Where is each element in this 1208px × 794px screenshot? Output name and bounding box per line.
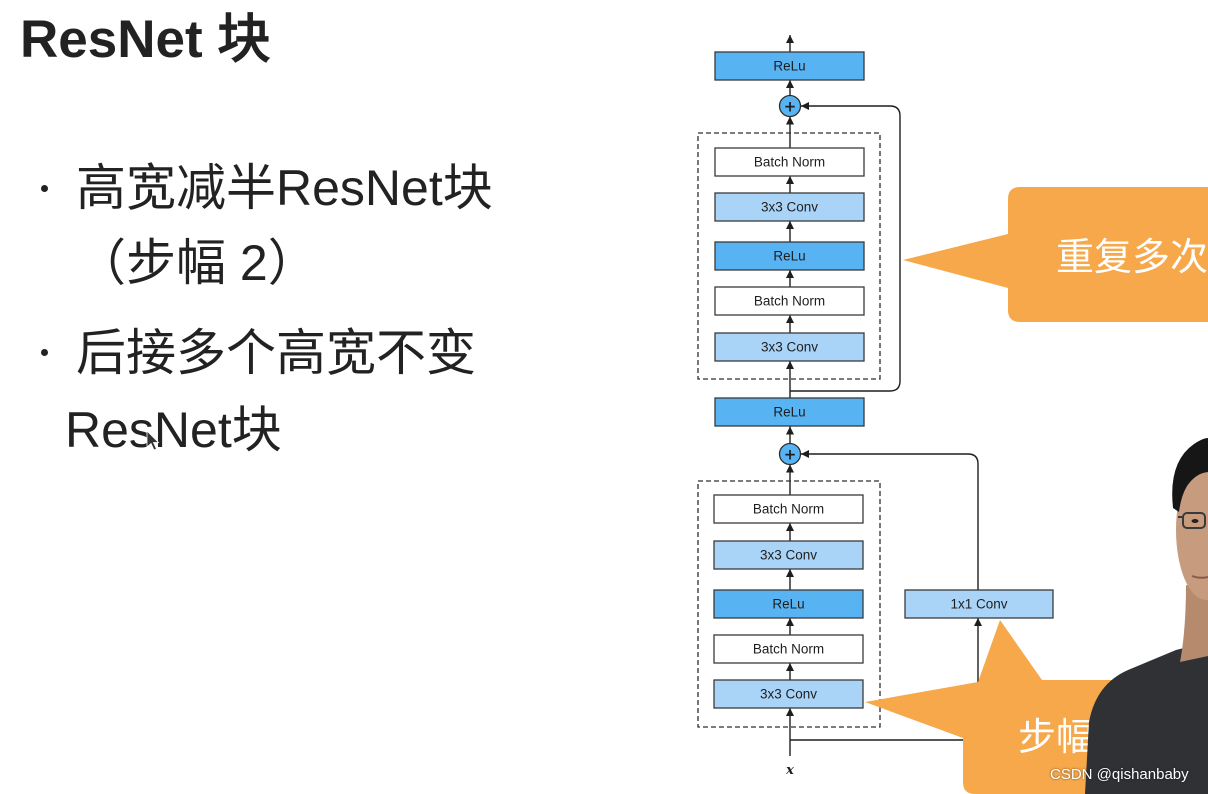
presenter-glasses xyxy=(1182,512,1206,529)
watermark: CSDN @qishanbaby xyxy=(1050,766,1189,783)
bullet-1-line-2: （步幅 2） xyxy=(76,235,318,291)
layer-label: 3x3 Conv xyxy=(761,340,818,355)
middle-relu-layer: ReLu xyxy=(714,397,865,427)
downsample-block-layer-conv: 3x3 Conv xyxy=(713,540,864,570)
slide-title: ResNet 块 xyxy=(20,10,271,69)
layer-label: ReLu xyxy=(772,597,804,612)
layer-label: Batch Norm xyxy=(753,502,824,517)
plus-icon: + xyxy=(784,98,797,116)
downsample-block-layer-relu: ReLu xyxy=(713,589,864,619)
presenter-hair xyxy=(1172,438,1208,512)
output-relu-layer: ReLu xyxy=(714,51,865,81)
bullet-icon xyxy=(41,185,48,192)
bullet-2-line-1: 后接多个高宽不变 xyxy=(76,325,476,381)
shortcut-path-to-add xyxy=(801,450,979,590)
repeated-block-layer-batch-norm: Batch Norm xyxy=(714,286,865,316)
callout-text: 重复多次 xyxy=(1056,235,1208,279)
plus-icon: + xyxy=(784,446,797,464)
shortcut-1x1-conv-layer: 1x1 Conv xyxy=(904,589,1054,619)
presenter-shirt xyxy=(1085,642,1208,794)
layer-label: Batch Norm xyxy=(753,642,824,657)
repeated-block-layer-batch-norm: Batch Norm xyxy=(714,147,865,177)
callout-text: 步幅 xyxy=(1018,715,1094,759)
layer-label: 1x1 Conv xyxy=(950,597,1007,612)
downsample-block-layer-conv: 3x3 Conv xyxy=(713,679,864,709)
presenter-eye xyxy=(1191,519,1199,523)
presenter-neck xyxy=(1180,585,1208,662)
repeated-block-frame xyxy=(697,132,881,380)
presenter-face xyxy=(1176,460,1208,600)
downsample-block-layer-batch-norm: Batch Norm xyxy=(713,494,864,524)
identity-skip-connection xyxy=(790,102,901,392)
bottom-add-node: + xyxy=(778,442,802,466)
input-label: x xyxy=(785,763,794,778)
layer-label: ReLu xyxy=(773,59,805,74)
layer-label: Batch Norm xyxy=(754,294,825,309)
repeat-callout: 重复多次 xyxy=(903,187,1208,322)
downsample-block-layer-batch-norm: Batch Norm xyxy=(713,634,864,664)
presenter-mouth xyxy=(1191,575,1208,579)
layer-label: 3x3 Conv xyxy=(760,687,817,702)
layer-label: 3x3 Conv xyxy=(761,200,818,215)
repeated-block-layer-conv: 3x3 Conv xyxy=(714,332,865,362)
layer-label: 3x3 Conv xyxy=(760,548,817,563)
bullet-icon xyxy=(41,349,48,356)
layer-label: Batch Norm xyxy=(754,155,825,170)
bullet-2-line-2: ResNet块 xyxy=(65,402,282,458)
layer-label: ReLu xyxy=(773,405,805,420)
repeated-block-layer-conv: 3x3 Conv xyxy=(714,192,865,222)
repeated-block-layer-relu: ReLu xyxy=(714,241,865,271)
top-add-node: + xyxy=(778,94,802,118)
mouse-cursor-icon xyxy=(146,430,160,451)
downsample-block-frame xyxy=(697,480,881,728)
presenter xyxy=(1085,438,1208,794)
layer-label: ReLu xyxy=(773,249,805,264)
bullet-1-line-1: 高宽减半ResNet块 xyxy=(76,160,493,216)
